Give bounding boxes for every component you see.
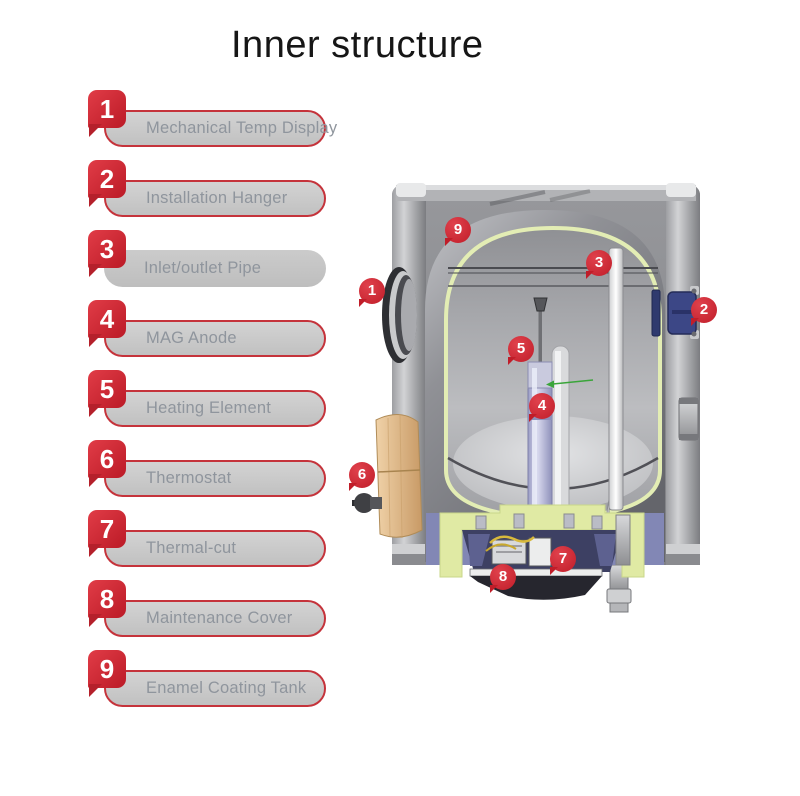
legend-number: 7 bbox=[99, 514, 115, 544]
legend-label-pill: Inlet/outlet Pipe bbox=[104, 250, 326, 287]
diagram-marker-8: 8 bbox=[490, 564, 516, 590]
thermostat-cover bbox=[352, 413, 423, 539]
legend-item-3: Inlet/outlet Pipe 3 bbox=[0, 230, 340, 300]
water-heater-cutaway bbox=[352, 183, 700, 613]
legend-number: 3 bbox=[99, 234, 115, 264]
legend-item-9: Enamel Coating Tank 9 bbox=[0, 650, 340, 720]
diagram-marker-6: 6 bbox=[349, 462, 375, 488]
legend-label: Enamel Coating Tank bbox=[146, 679, 307, 697]
legend-badge: 9 bbox=[88, 650, 126, 688]
legend-item-6: Thermostat 6 bbox=[0, 440, 340, 510]
legend-label-pill: MAG Anode bbox=[104, 320, 326, 357]
legend-item-4: MAG Anode 4 bbox=[0, 300, 340, 370]
legend-label-pill: Heating Element bbox=[104, 390, 326, 427]
legend-label: Maintenance Cover bbox=[146, 609, 293, 627]
water-heater-illustration: 9 3 1 2 5 4 6 7 8 bbox=[340, 170, 720, 630]
diagram-marker-4: 4 bbox=[529, 393, 555, 419]
legend-label: Inlet/outlet Pipe bbox=[144, 259, 262, 277]
legend-badge: 8 bbox=[88, 580, 126, 618]
legend-badge: 6 bbox=[88, 440, 126, 478]
legend-label: Heating Element bbox=[146, 399, 271, 417]
legend-label: Mechanical Temp Display bbox=[146, 119, 338, 137]
legend-number: 4 bbox=[99, 304, 115, 334]
legend-badge: 4 bbox=[88, 300, 126, 338]
legend-number: 5 bbox=[99, 374, 115, 404]
legend-badge: 3 bbox=[88, 230, 126, 268]
legend-badge: 1 bbox=[88, 90, 126, 128]
legend-label-pill: Thermal-cut bbox=[104, 530, 326, 567]
legend-badge: 7 bbox=[88, 510, 126, 548]
legend-label-pill: Installation Hanger bbox=[104, 180, 326, 217]
temp-display-dial bbox=[382, 267, 417, 363]
installation-hanger bbox=[651, 286, 699, 339]
legend-label: Thermostat bbox=[146, 469, 232, 487]
legend-number: 6 bbox=[99, 444, 115, 474]
annotation-arrow bbox=[546, 379, 594, 388]
diagram-marker-9: 9 bbox=[445, 217, 471, 243]
legend-label-pill: Enamel Coating Tank bbox=[104, 670, 326, 707]
legend-label-pill: Mechanical Temp Display bbox=[104, 110, 338, 147]
legend-item-8: Maintenance Cover 8 bbox=[0, 580, 340, 650]
legend-label-pill: Thermostat bbox=[104, 460, 326, 497]
legend-item-1: Mechanical Temp Display 1 bbox=[0, 90, 340, 160]
diagram-marker-3: 3 bbox=[586, 250, 612, 276]
page-title: Inner structure bbox=[231, 24, 484, 66]
heating-element bbox=[551, 345, 570, 519]
legend-label-pill: Maintenance Cover bbox=[104, 600, 326, 637]
legend-item-5: Heating Element 5 bbox=[0, 370, 340, 440]
legend-label: Thermal-cut bbox=[146, 539, 237, 557]
diagram-marker-5: 5 bbox=[508, 336, 534, 362]
diagram-marker-1: 1 bbox=[359, 278, 385, 304]
legend-badge: 5 bbox=[88, 370, 126, 408]
side-pipe-stub bbox=[678, 397, 699, 441]
legend-label: Installation Hanger bbox=[146, 189, 288, 207]
legend-number: 9 bbox=[99, 654, 115, 684]
legend-number: 8 bbox=[99, 584, 115, 614]
legend-item-2: Installation Hanger 2 bbox=[0, 160, 340, 230]
legend-item-7: Thermal-cut 7 bbox=[0, 510, 340, 580]
legend-number: 2 bbox=[99, 164, 115, 194]
legend: Mechanical Temp Display 1 Installation H… bbox=[0, 0, 340, 796]
diagram-marker-7: 7 bbox=[550, 546, 576, 572]
legend-label: MAG Anode bbox=[146, 329, 237, 347]
diagram-marker-2: 2 bbox=[691, 297, 717, 323]
legend-badge: 2 bbox=[88, 160, 126, 198]
bottom-assembly bbox=[426, 504, 664, 578]
legend-number: 1 bbox=[99, 94, 115, 124]
